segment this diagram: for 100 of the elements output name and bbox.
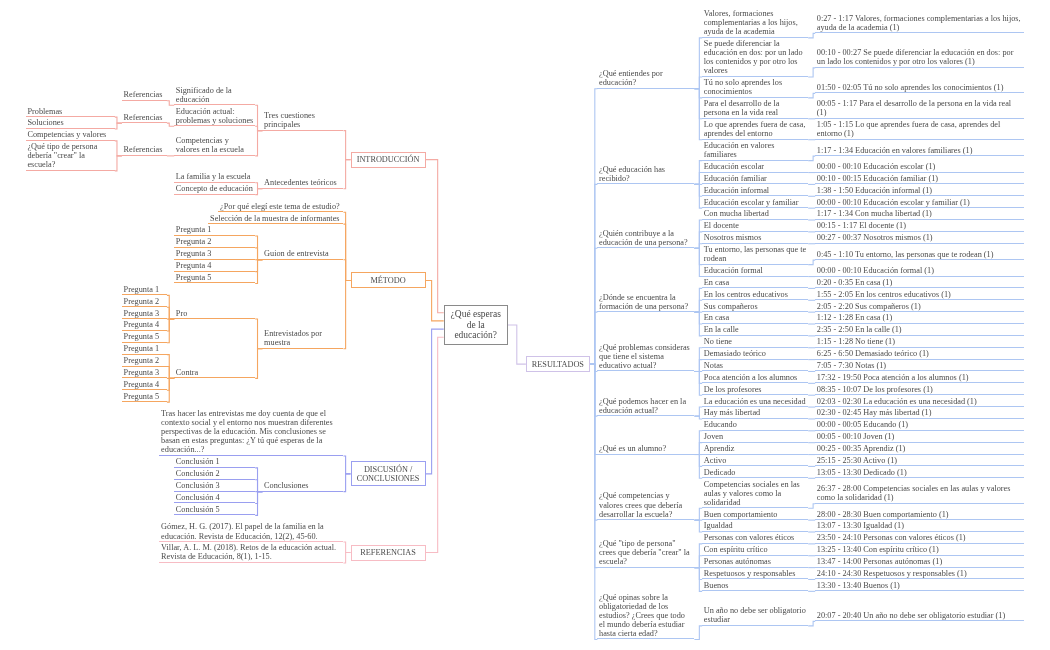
topic-label: ¿Qué podemos hacer en la educación actual? <box>597 396 695 417</box>
topic-label: En la calle <box>702 325 809 336</box>
connector-line <box>807 531 816 533</box>
connector-line <box>807 465 816 467</box>
topic-label: Competencias y valores <box>25 130 115 141</box>
connector-line <box>807 543 816 545</box>
topic-label: Problemas <box>25 106 115 118</box>
topic-label: Significado de la educación <box>174 85 256 106</box>
connector-line <box>807 118 816 120</box>
topic-label: Competencias y valores en la escuela <box>174 136 256 156</box>
topic-label: 13:30 - 13:40 Buenos (1) <box>815 580 1025 592</box>
topic-label: Educación informal <box>702 185 809 197</box>
topic-label: 01:50 - 02:05 Tú no solo aprendes los conocimientos (1) <box>815 82 1025 94</box>
connector-line <box>166 318 175 344</box>
connector-line <box>807 299 816 301</box>
topic-label: Conclusión 2 <box>174 469 256 480</box>
connector-line <box>807 406 816 408</box>
topic-label: Personas con valores éticos <box>702 533 809 544</box>
topic-label: 25:15 - 25:30 Activo (1) <box>815 455 1025 467</box>
connector-line <box>807 382 816 384</box>
connector-line <box>807 418 816 420</box>
topic-label: 00:00 - 00:10 Educación formal (1) <box>815 266 1025 277</box>
connector-line <box>254 259 264 284</box>
connector-line <box>807 172 816 174</box>
connector-line <box>807 567 816 569</box>
topic-label: Conclusión 3 <box>174 481 256 492</box>
branch-topic-box: RESULTADOS <box>525 356 590 373</box>
topic-label: 24:10 - 24:30 Respetuosos y responsables (1) <box>815 568 1025 580</box>
topic-label: 1:17 - 1:34 Educación en valores familiares (1) <box>815 145 1025 157</box>
topic-label: Conclusión 4 <box>174 492 256 504</box>
topic-label: 28:00 - 28:30 Buen comportamiento (1) <box>815 509 1025 521</box>
topic-label: Hay más libertad <box>702 408 809 419</box>
topic-label: 0:20 - 0:35 En casa (1) <box>815 277 1025 289</box>
branch-topic-box: DISCUSIÓN / CONCLUSIONES <box>350 461 426 487</box>
topic-label: 00:27 - 00:37 Nosotros mismos (1) <box>815 233 1025 244</box>
connector-line <box>807 32 816 39</box>
connector-line <box>425 279 445 322</box>
topic-label: Educación actual: problemas y soluciones <box>174 106 256 127</box>
topic-label: Pregunta 3 <box>174 249 256 260</box>
topic-label: Nosotros mismos <box>702 233 809 244</box>
connector-line <box>693 519 703 533</box>
connector-line <box>342 159 352 190</box>
topic-label: Educación escolar <box>702 162 809 173</box>
topic-label: 00:00 - 00:10 Educación escolar (1) <box>815 162 1025 173</box>
topic-label: Buenos <box>702 580 809 592</box>
topic-label: Contra <box>174 367 256 379</box>
topic-label: Pregunta 1 <box>174 225 256 236</box>
connector-line <box>807 243 816 245</box>
topic-label: 7:05 - 7:30 Notas (1) <box>815 360 1025 372</box>
connector-line <box>166 122 175 127</box>
topic-label: Personas autónomas <box>702 557 809 568</box>
connector-line <box>807 620 816 627</box>
branch-topic-box: INTRODUCCIÓN <box>350 151 426 168</box>
topic-label: Pregunta 3 <box>121 367 167 379</box>
topic-label: Selección de la muestra de informantes <box>208 213 344 225</box>
topic-label: Educación familiar <box>702 173 809 185</box>
connector-line <box>807 477 816 479</box>
topic-label: Lo que aprendes fuera de casa, aprendes del entorno <box>702 120 809 140</box>
topic-label: Activo <box>702 455 809 467</box>
connector-line <box>807 430 816 432</box>
connector-line <box>807 454 816 456</box>
topic-label: Tres cuestiones principales <box>262 111 344 131</box>
topic-label: Valores, formaciones complementarias a los hijos, ayuda de la academia <box>702 9 809 38</box>
topic-label: 13:05 - 13:30 Dedicado (1) <box>815 467 1025 479</box>
topic-label: ¿Qué es un alumno? <box>597 444 695 455</box>
connector-line <box>807 370 816 373</box>
topic-label: ¿Dónde se encuentra la formación de una persona? <box>597 292 695 313</box>
topic-label: Conclusión 5 <box>174 504 256 516</box>
connector-line <box>507 324 527 365</box>
topic-label: 1:55 - 2:05 En los centros educativos (1) <box>815 289 1025 301</box>
connector-line <box>425 328 445 475</box>
topic-label: Pregunta 2 <box>121 356 167 367</box>
topic-label: 00:10 - 00:27 Se puede diferenciar la educación en dos: por un lado los contenidos y por otro los valores (1) <box>815 48 1025 68</box>
topic-label: Pregunta 5 <box>121 391 167 403</box>
topic-label: ¿Quién contribuye a la educación de una persona? <box>597 228 695 249</box>
topic-label: ¿Por qué elegí este tema de estudio? <box>218 201 344 213</box>
branch-topic-box: REFERENCIAS <box>350 544 426 561</box>
topic-label: Notas <box>702 360 809 372</box>
topic-label: Pregunta 4 <box>174 261 256 272</box>
connector-line <box>425 336 445 554</box>
connector-line <box>807 335 816 337</box>
topic-label: Sus compañeros <box>702 301 809 313</box>
topic-label: 13:47 - 14:00 Personas autónomas (1) <box>815 557 1025 568</box>
topic-label: 00:00 - 00:05 Educando (1) <box>815 420 1025 431</box>
topic-label: Conclusión 1 <box>174 457 256 468</box>
topic-label: Tras hacer las entrevistas me doy cuenta de que el contexto social y el entorno nos muestran diferentes perspectivas de la educación. Mis conclusiones se basan en estas preguntas: ¿Y tú qué esperas de la educación...? <box>159 409 344 456</box>
topic-label: Tú no solo aprendes los conocimientos <box>702 78 809 98</box>
connector-line <box>807 394 816 396</box>
topic-label: Con mucha libertad <box>702 209 809 220</box>
branch-topic-box: MÉTODO <box>350 272 426 289</box>
topic-label: Tu entorno, las personas que te rodean <box>702 245 809 265</box>
connector-line <box>425 159 445 314</box>
topic-label: Pro <box>174 308 256 320</box>
topic-label: 00:15 - 1:17 El docente (1) <box>815 221 1025 232</box>
topic-label: 2:35 - 2:50 En la calle (1) <box>815 325 1025 336</box>
connector-line <box>807 287 816 289</box>
topic-label: Concepto de educación <box>174 184 256 195</box>
topic-label: 02:30 - 02:45 Hay más libertad (1) <box>815 408 1025 419</box>
topic-label: En los centros educativos <box>702 289 809 301</box>
connector-line <box>807 231 816 233</box>
